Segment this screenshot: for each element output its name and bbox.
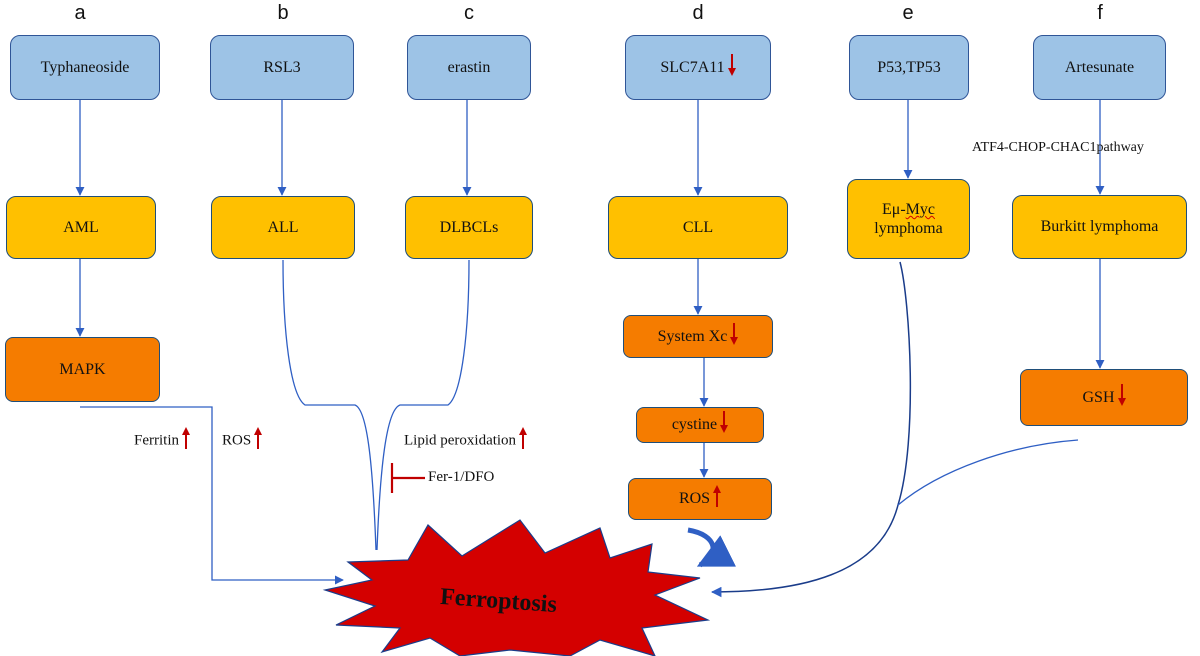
node-label: Burkitt lymphoma [1040,218,1159,236]
node-label: cystine [671,416,718,434]
node-label: DLBCLs [439,218,499,236]
node-label: erastin [447,58,491,76]
ferroptosis-burst [322,519,711,656]
down-arrow-icon [730,322,739,345]
node-burkitt-lymphoma: Burkitt lymphoma [1012,195,1187,259]
node-rsl3: RSL3 [210,35,354,100]
down-arrow-icon [720,411,729,433]
pathway-label: ATF4-CHOP-CHAC1pathway [972,140,1144,155]
up-arrow-icon [182,427,190,449]
node-cystine: cystine [636,407,764,443]
node-typhaneoside: Typhaneoside [10,35,160,100]
curved-arrow-d [687,527,737,568]
panel-letter-f: f [1097,2,1103,24]
node-label: System Xc [657,327,728,345]
node-label-line2: lymphoma [874,220,943,237]
up-arrow-icon [519,427,528,449]
node-label: RSL3 [263,58,301,76]
node-dlbcls: DLBCLs [405,196,533,259]
node-label: ALL [267,218,299,236]
node-emu-myc-lymphoma: Eμ-Myc lymphoma [847,179,970,259]
annotation-lipid-peroxidation: Lipid peroxidation [404,427,528,452]
node-system-xc: System Xc [623,315,773,358]
curve-f-to-ferroptosis [897,439,1079,506]
node-label: Artesunate [1064,58,1135,76]
annotation-inhibitor: Fer-1/DFO [428,469,495,485]
up-arrow-icon [254,427,263,449]
node-slc7a11: SLC7A11 [625,35,771,100]
up-arrow-icon [713,485,722,507]
panel-letter-b: b [277,2,289,24]
node-label: P53,TP53 [877,58,941,76]
panel-letter-d: d [692,2,704,24]
node-label: AML [63,218,99,236]
panel-letter-c: c [464,2,474,24]
node-p53: P53,TP53 [849,35,969,100]
node-ros-d: ROS [628,478,772,520]
panel-letter-e: e [902,2,914,24]
node-label: MAPK [59,360,106,378]
annotation-ros: ROS [222,427,263,452]
annotation-ferritin: Ferritin [134,427,190,452]
node-cll: CLL [608,196,788,259]
merge-b-c [282,259,377,551]
merge-c-b [376,259,470,551]
node-artesunate: Artesunate [1033,35,1166,100]
node-label: GSH [1082,388,1115,406]
panel-letter-a: a [74,2,86,24]
node-erastin: erastin [407,35,531,100]
node-label: ROS [678,490,711,508]
node-label: CLL [682,218,714,236]
down-arrow-icon [1117,383,1126,406]
node-gsh: GSH [1020,369,1188,426]
node-mapk: MAPK [5,337,160,402]
node-label: SLC7A11 [660,58,725,76]
node-label: Typhaneoside [40,58,130,76]
arrow-a-to-ferroptosis [80,406,344,585]
node-all: ALL [211,196,355,259]
node-label-line1: Eμ-Myc [881,200,935,218]
down-arrow-icon [727,53,736,76]
node-aml: AML [6,196,156,259]
